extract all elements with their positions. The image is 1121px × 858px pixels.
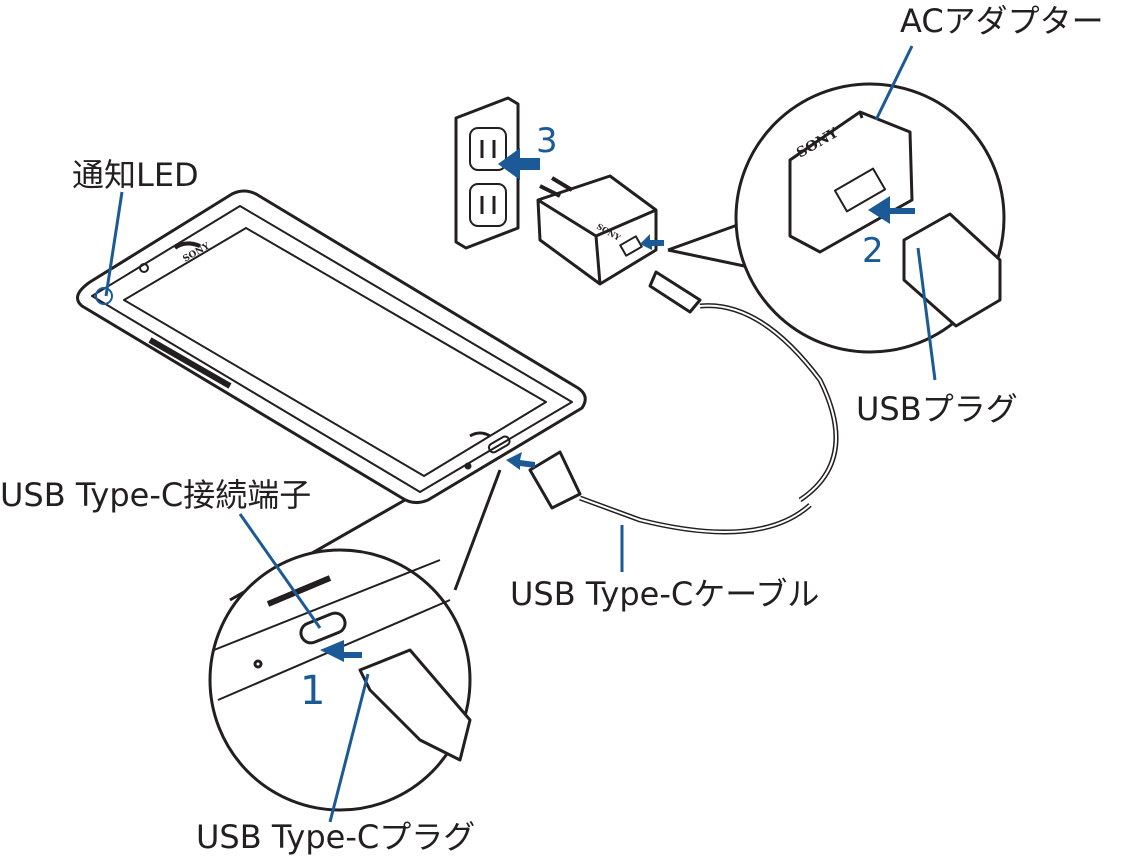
arrow-icon-1 [320,640,362,662]
leader-lines [95,45,937,823]
step-number-3: 3 [536,121,558,161]
insertion-arrows [320,148,915,662]
label-notification-led: 通知LED [72,156,199,194]
label-usb-typec-port: USB Type-C接続端子 [0,476,311,514]
arrow-icon-port [506,452,535,470]
magnified-port-view [208,469,502,812]
smartphone [76,189,587,505]
magnified-adapter-view [667,82,1006,354]
arrow-icon-2 [868,196,915,224]
step-number-1: 1 [300,668,325,714]
arrow-icon-3 [498,148,540,180]
arrow-icon-adapter [640,234,664,250]
wall-outlet [454,96,520,250]
label-usb-plug: USBプラグ [856,390,1018,428]
step-number-2: 2 [862,231,884,271]
label-usb-typec-plug: USB Type-Cプラグ [196,818,475,856]
ac-adapter [536,174,658,286]
label-ac-adapter: ACアダプター [900,2,1104,40]
label-usb-typec-cable: USB Type-Cケーブル [510,575,819,613]
usb-cable [528,270,839,535]
